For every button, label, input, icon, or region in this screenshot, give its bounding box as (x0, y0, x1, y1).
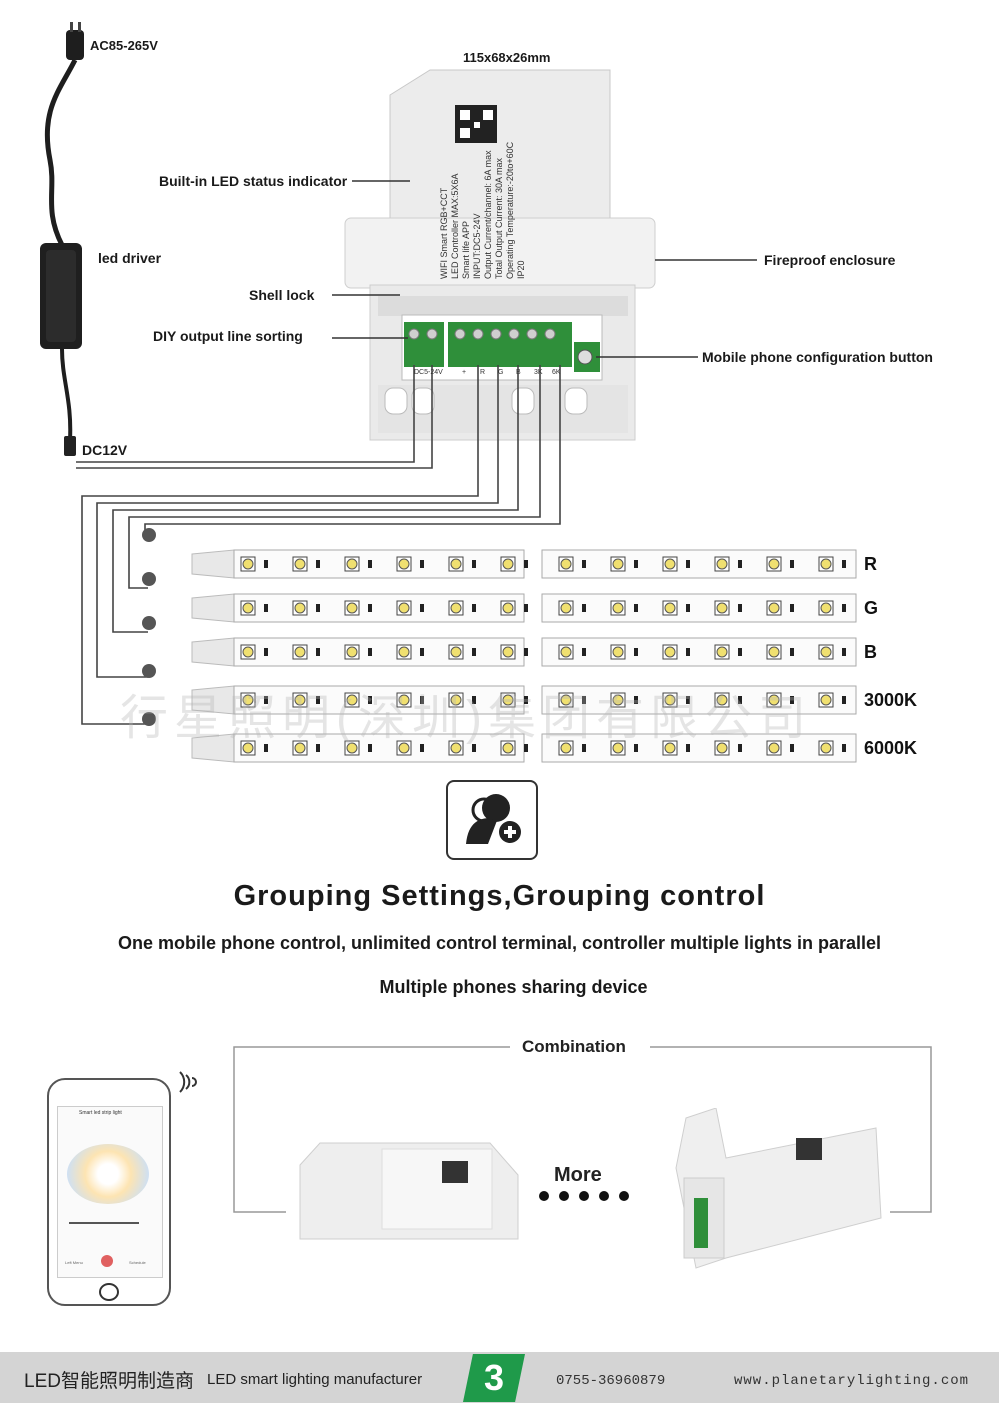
power-icon[interactable] (101, 1255, 113, 1267)
color-wheel (67, 1144, 149, 1204)
led-driver (40, 243, 82, 456)
terminal-label: DC5-24V (414, 369, 443, 376)
callout-status-indicator: Built-in LED status indicator (159, 173, 348, 189)
combination-label: Combination (522, 1037, 626, 1056)
led-strip (190, 548, 860, 580)
power-label: AC85-265V (90, 38, 158, 53)
controller-open (656, 1108, 886, 1278)
tab-schedule[interactable]: Schedule (129, 1260, 146, 1265)
strip-label: 6000K (864, 738, 918, 758)
page-number: 3 (483, 1357, 505, 1398)
footer-brand-cn: LED智能照明制造商 (24, 1371, 194, 1392)
footer-website[interactable]: www.planetarylighting.com (734, 1373, 970, 1389)
terminal-label: 3K (534, 369, 543, 376)
strip-label: B (864, 642, 877, 662)
power-plug (44, 22, 84, 247)
footer-brand-en: LED smart lighting manufacturer (207, 1371, 423, 1388)
page-subtitle: One mobile phone control, unlimited cont… (117, 933, 882, 953)
terminal-label: R (480, 369, 486, 376)
led-strip (190, 592, 860, 624)
home-button[interactable] (99, 1283, 119, 1301)
dc-wires (76, 365, 433, 469)
terminal-label: G (498, 369, 504, 376)
terminal-label: + (462, 369, 467, 376)
page-title: Grouping Settings,Grouping control (233, 880, 766, 912)
callout-diy-output: DIY output line sorting (153, 328, 303, 344)
brightness-slider[interactable] (69, 1222, 139, 1224)
output-wires (81, 365, 561, 725)
controller-enclosure (344, 69, 656, 441)
led-strips: R G B 3000K 6000K (142, 528, 918, 764)
callout-shell-lock: Shell lock (249, 287, 315, 303)
strip-end-cap-icon (142, 572, 156, 586)
led-strip (190, 684, 860, 716)
group-icon (446, 780, 538, 860)
tab-left-menu[interactable]: Left Menu (65, 1260, 83, 1265)
more-label: More (554, 1164, 602, 1186)
strip-end-cap-icon (142, 712, 156, 726)
wiring-diagram (40, 22, 757, 725)
led-strip (190, 636, 860, 668)
app-title: Smart led strip light (79, 1110, 122, 1116)
footer-phone: 0755-36960879 (556, 1373, 666, 1389)
callout-fireproof: Fireproof enclosure (764, 252, 896, 268)
dc-label: DC12V (82, 442, 128, 458)
strip-label: G (864, 598, 879, 618)
led-strip (190, 732, 860, 764)
phone: Smart led strip light Left Menu Schedule (47, 1078, 171, 1306)
callout-config-button: Mobile phone configuration button (702, 349, 933, 365)
footer: LED智能照明制造商 LED smart lighting manufactur… (0, 1352, 999, 1403)
strip-label: 3000K (864, 690, 918, 710)
terminal-labels: DC5-24V + R G B 3K 6K (408, 369, 588, 381)
strip-label: R (864, 554, 877, 574)
watermark: 行星照明(深圳)集团有限公司 (120, 692, 812, 745)
config-button-icon (577, 349, 593, 365)
controller-closed (290, 1135, 520, 1253)
dimensions-label: 115x68x26mm (463, 50, 551, 65)
terminal-label: B (516, 369, 521, 376)
callout-lines (332, 180, 757, 358)
strip-end-cap-icon (142, 528, 156, 542)
page-number-badge (463, 1354, 525, 1402)
strip-end-cap-icon (142, 616, 156, 630)
strip-end-cap-icon (142, 664, 156, 678)
page-subtitle-2: Multiple phones sharing device (379, 977, 648, 997)
led-driver-label: led driver (98, 250, 162, 266)
terminal-label: 6K (552, 369, 561, 376)
